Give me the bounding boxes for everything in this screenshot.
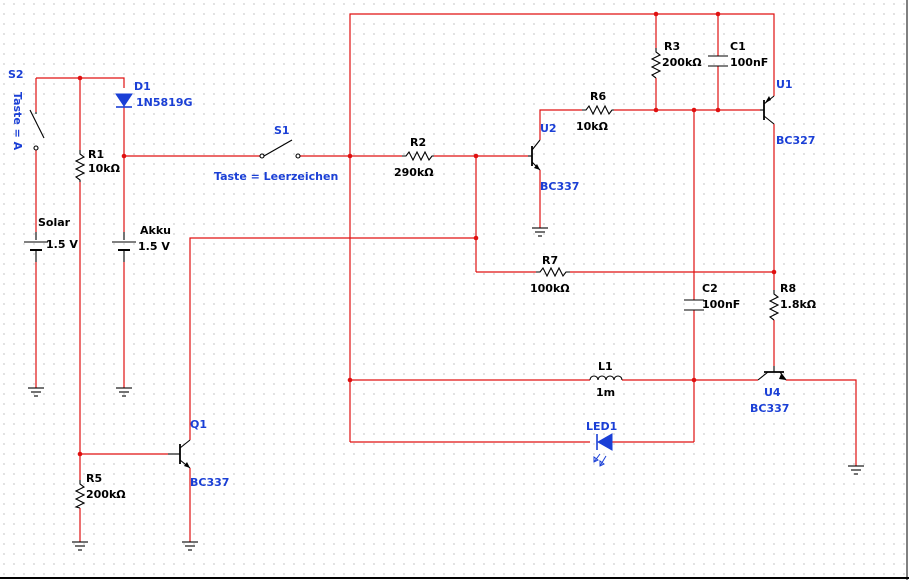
switch-s2[interactable]	[29, 109, 45, 151]
resistor-r3[interactable]	[650, 48, 662, 79]
label-u1: U1	[776, 78, 793, 91]
led-led1[interactable]	[593, 433, 613, 467]
label-s1-key: Taste = Leerzeichen	[214, 170, 338, 183]
label-s2: S2	[8, 68, 24, 81]
resistor-r1[interactable]	[74, 150, 86, 182]
label-r3: R3	[664, 40, 680, 53]
label-c1-value: 100nF	[730, 56, 768, 69]
label-u2: U2	[540, 122, 557, 135]
label-c2: C2	[702, 282, 718, 295]
label-r3-value: 200kΩ	[662, 56, 702, 69]
label-r8-value: 1.8kΩ	[780, 298, 817, 311]
battery-akku[interactable]	[112, 232, 136, 262]
ground-solar	[28, 387, 44, 397]
capacitor-c1[interactable]	[708, 55, 728, 67]
label-c2-value: 100nF	[702, 298, 740, 311]
battery-solar[interactable]	[24, 232, 48, 262]
label-r5-value: 200kΩ	[86, 488, 126, 501]
label-r7: R7	[542, 254, 558, 267]
label-led1: LED1	[586, 420, 617, 433]
component-symbols	[24, 48, 864, 551]
label-akku: Akku	[140, 224, 171, 237]
transistor-u4[interactable]	[757, 366, 787, 381]
wires	[35, 13, 857, 542]
switch-s1[interactable]	[259, 139, 301, 159]
label-r1-value: 10kΩ	[88, 162, 121, 175]
inductor-l1[interactable]	[589, 375, 623, 381]
ground-q1	[182, 541, 198, 551]
label-u4-part: BC337	[750, 402, 789, 415]
resistor-r5[interactable]	[74, 480, 86, 509]
label-r8: R8	[780, 282, 796, 295]
ground-akku	[116, 387, 132, 397]
label-r6: R6	[590, 90, 606, 103]
label-solar-value: 1.5 V	[46, 238, 78, 251]
label-u1-part: BC327	[776, 134, 815, 147]
label-r6-value: 10kΩ	[576, 120, 609, 133]
label-l1-value: 1m	[596, 386, 615, 399]
label-c1: C1	[730, 40, 746, 53]
label-akku-value: 1.5 V	[138, 240, 170, 253]
label-d1-part: 1N5819G	[136, 96, 193, 109]
diode-d1[interactable]	[115, 93, 133, 108]
label-q1: Q1	[190, 418, 207, 431]
label-r7-value: 100kΩ	[530, 282, 570, 295]
label-solar: Solar	[38, 216, 71, 229]
transistor-arrows	[184, 96, 786, 468]
label-r2-value: 290kΩ	[394, 166, 434, 179]
resistor-r2[interactable]	[402, 150, 434, 162]
label-l1: L1	[598, 360, 613, 373]
label-s2-key: Taste = A	[11, 92, 24, 151]
resistor-r8[interactable]	[768, 290, 780, 321]
capacitor-c2[interactable]	[684, 299, 704, 311]
ground-u2	[532, 227, 548, 237]
junctions	[77, 11, 777, 457]
resistor-r6[interactable]	[582, 104, 614, 116]
ground-u4	[848, 465, 864, 475]
label-u2-part: BC337	[540, 180, 579, 193]
labels: S2 Taste = A D1 1N5819G R1 10kΩ Solar 1.…	[8, 40, 817, 501]
label-s1: S1	[274, 124, 290, 137]
ground-r5	[72, 541, 88, 551]
label-q1-part: BC337	[190, 476, 229, 489]
label-d1: D1	[134, 80, 151, 93]
label-u4: U4	[764, 386, 781, 399]
label-r2: R2	[410, 136, 426, 149]
label-r5: R5	[86, 472, 102, 485]
resistor-r7[interactable]	[536, 266, 570, 278]
label-r1: R1	[88, 148, 104, 161]
